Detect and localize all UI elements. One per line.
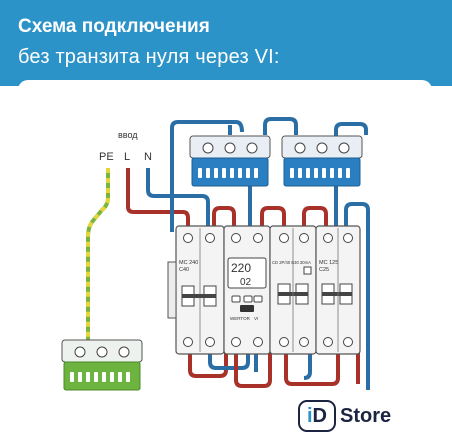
title-line-1: Схема подключения: [18, 16, 210, 37]
breaker-left: MC 240 C40: [167, 225, 225, 355]
breaker-right-label1: MC 125: [319, 260, 338, 266]
pe-wire: [86, 168, 110, 342]
bottom-jumpers: [188, 353, 312, 388]
title-line-2: без транзита нуля через VI:: [18, 46, 280, 68]
terminal-pe-label: PE: [99, 151, 114, 163]
header-banner: Схема подключения без транзита нуля чере…: [0, 0, 452, 86]
logo-mark-d: D: [312, 404, 327, 427]
l-input-wire: [126, 168, 190, 232]
n-busbar-right: [281, 135, 363, 187]
n-busbar-left: [189, 135, 271, 187]
breaker-right-label2: C25: [319, 267, 329, 273]
voltage-relay: 220 02 WERTOR VI: [223, 225, 271, 355]
n-input-wire: [146, 168, 210, 232]
relay-display-2: 02: [240, 277, 252, 288]
logo-mark-i: i: [306, 404, 313, 427]
pe-busbar: [61, 339, 143, 391]
rcd: CD 2P/40 B30 30mA: [269, 225, 317, 355]
right-loop-wires: [284, 202, 370, 390]
relay-brand: WERTOR: [230, 316, 251, 321]
terminal-l-label: L: [124, 151, 130, 163]
input-label: ввод: [118, 130, 138, 140]
relay-model: VI: [254, 316, 258, 321]
breaker-right: MC 125 C25: [315, 225, 361, 355]
logo-text: Store: [340, 404, 392, 427]
relay-display: 220: [231, 261, 251, 275]
breaker-left-label1: MC 240: [179, 260, 198, 266]
breaker-left-label2: C40: [179, 267, 189, 273]
top-jumpers: [170, 117, 368, 232]
rcd-label: CD 2P/40 B30 30mA: [272, 260, 311, 265]
terminal-n-label: N: [144, 151, 152, 163]
